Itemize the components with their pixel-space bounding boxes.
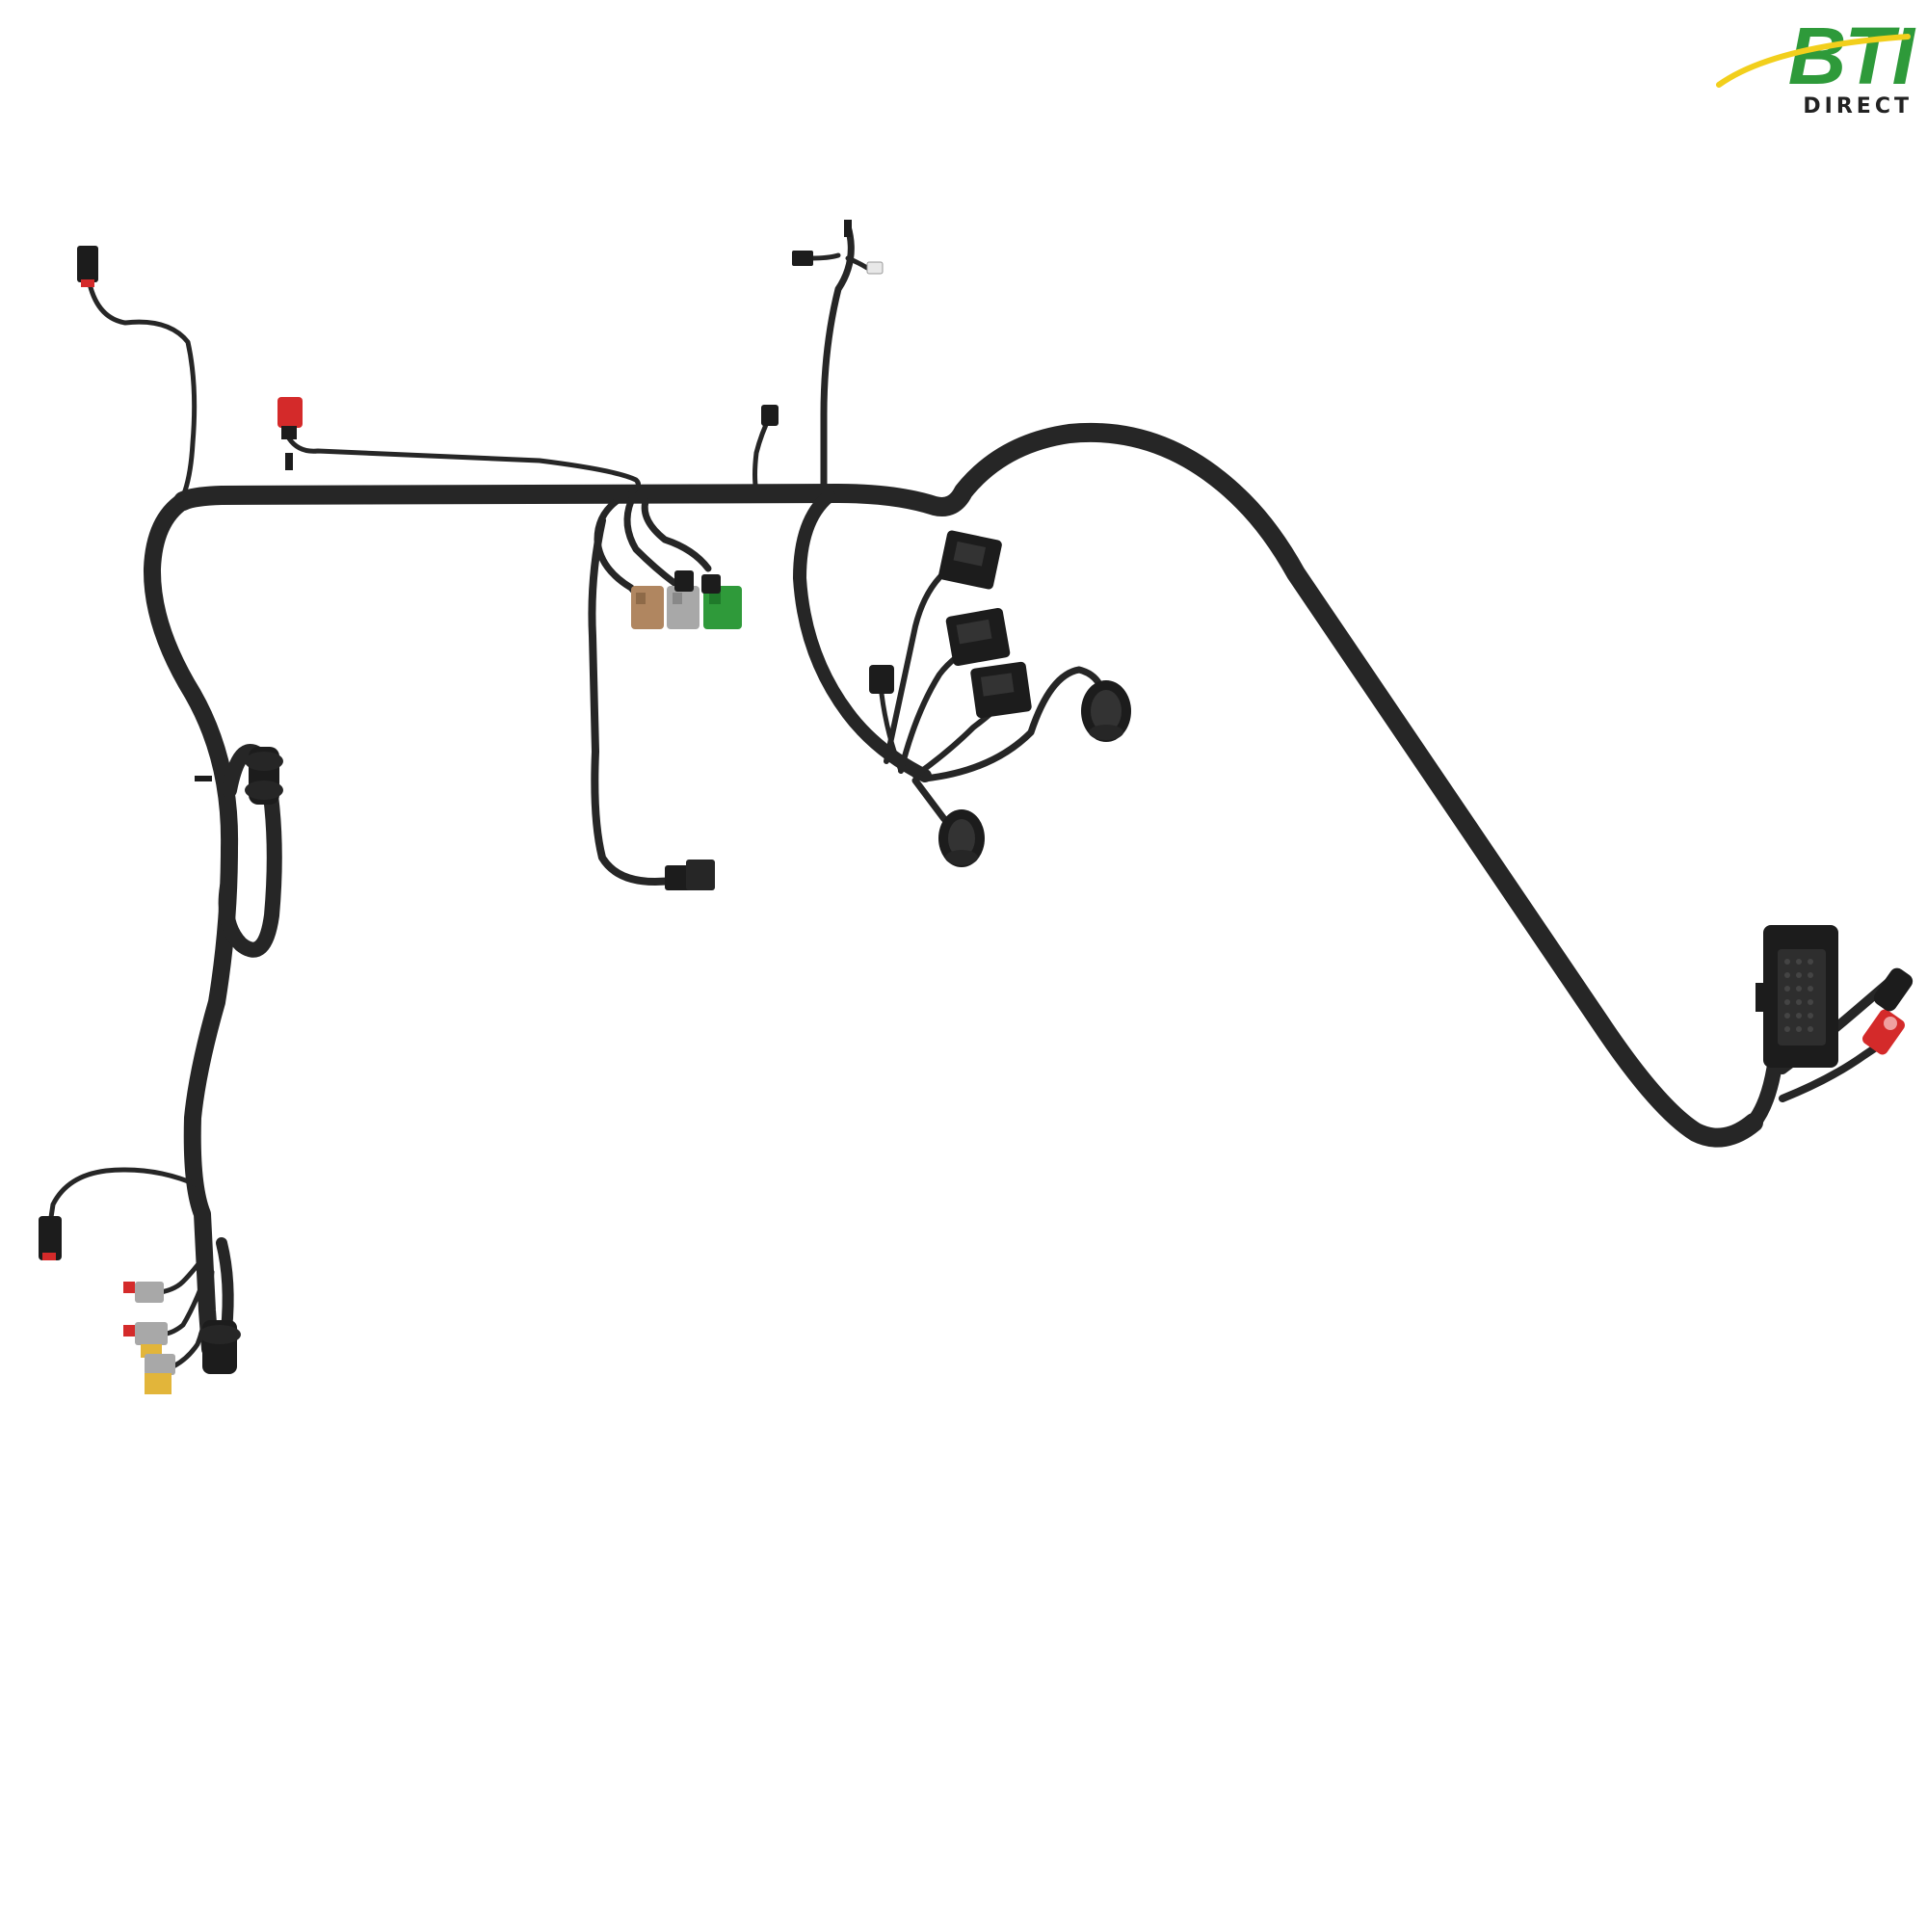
connector-lower-left-yellow xyxy=(145,1354,175,1394)
connector-block-right-1 xyxy=(938,530,1002,590)
connector-round-bottom xyxy=(938,809,985,867)
connector-red-upper xyxy=(277,397,303,470)
connector-round-right xyxy=(1081,680,1131,742)
connector-lower-left-black xyxy=(39,1216,62,1260)
connector-top-left xyxy=(77,246,98,287)
connector-block-right-2 xyxy=(945,607,1011,667)
connector-tall-top xyxy=(792,220,884,275)
connector-lower-left-grey-2 xyxy=(123,1322,168,1358)
connector-lower-left-grey-1 xyxy=(123,1282,164,1303)
connector-large-ecu xyxy=(1755,925,1838,1068)
branch-wires xyxy=(47,223,1897,1369)
connector-block-right-3 xyxy=(970,661,1032,719)
connector-black-terminal-right xyxy=(1873,967,1914,1012)
connector-red-terminal-right xyxy=(1862,1009,1905,1055)
connector-cluster-colored xyxy=(631,570,742,629)
brand-logo: BTI DIRECT xyxy=(1715,11,1914,123)
brand-logo-text: BTI xyxy=(1787,11,1914,101)
connector-small-top xyxy=(761,405,779,426)
connector-round-left-loop xyxy=(195,747,283,805)
connector-lower-left-round xyxy=(198,1320,241,1374)
connector-small-left-cluster xyxy=(869,665,894,694)
connector-bottom-middle xyxy=(665,860,715,890)
brand-logo-subtitle: DIRECT xyxy=(1803,94,1913,119)
